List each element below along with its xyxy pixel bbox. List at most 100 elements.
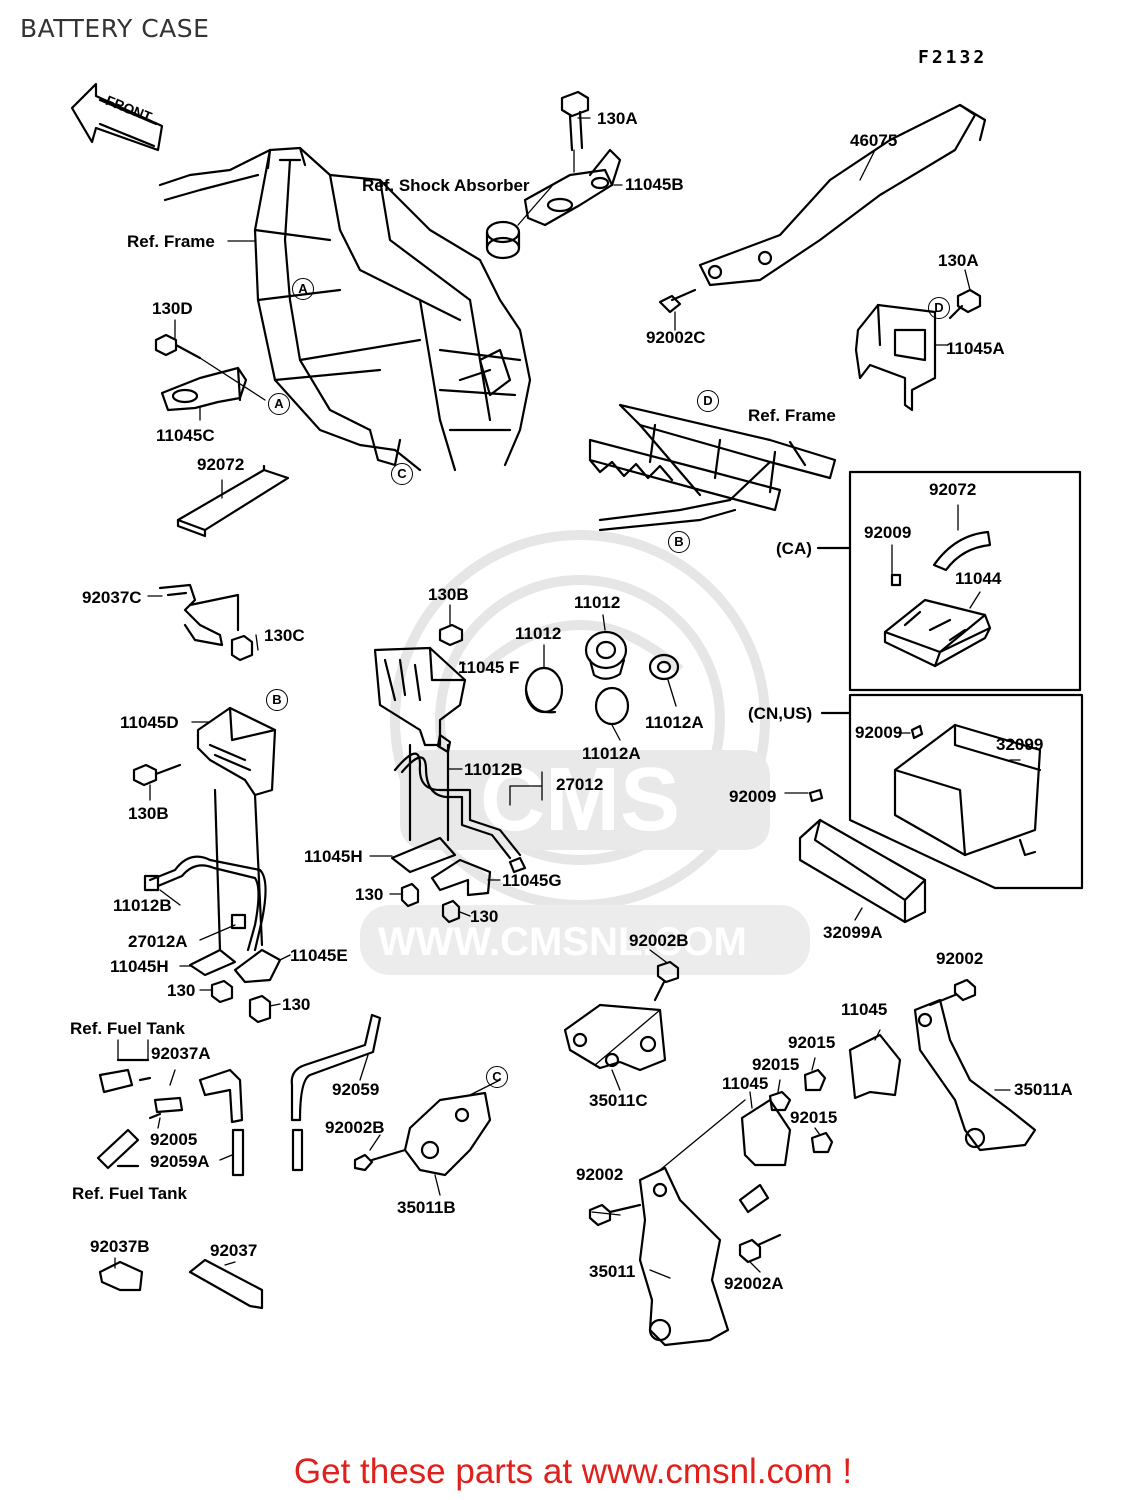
part-label: 92037C [82,588,142,607]
part-label: 92059 [332,1080,380,1099]
marker-c-frame: C [391,463,413,485]
bracket-11045-right-icon [848,1033,902,1100]
hose-left-icon [96,1068,245,1177]
clip-92037b-icon [98,1260,144,1292]
bracket-11045-mid-icon [740,1098,792,1167]
bolt-130-left1-icon [210,979,234,1004]
part-label: 92009 [729,787,777,806]
part-label: 11045H [110,957,169,976]
watermark-brand: CMS [480,750,680,850]
bracket-11045g-icon [430,858,492,897]
part-label: 92037A [151,1044,211,1063]
part-label: 92002 [576,1165,624,1184]
part-label: 11044 [955,569,1002,588]
screw-92009-loose-icon [808,788,824,803]
bolt-92002b-top-icon [653,960,680,1002]
marker-a-top: A [292,278,314,300]
part-label: 11045G [502,871,562,890]
bracket-11045c-icon [160,366,248,412]
part-label: 92002 [936,949,984,968]
part-label: 35011 [589,1262,636,1281]
bracket-35011b-icon [403,1091,492,1177]
part-label: 130D [152,299,193,318]
part-label: 11045D [120,713,179,732]
marker-b-bracket: B [266,689,288,711]
part-label: 92009 [864,523,912,542]
part-label: 46075 [850,131,898,150]
part-label: 92015 [790,1108,838,1127]
part-label: 11045 [722,1074,769,1093]
bolt-92002-low-icon [588,1203,642,1227]
part-label: 92002A [724,1274,784,1293]
variant-ca-box [848,470,1082,692]
clamp-92037c-icon [158,583,224,647]
part-label: 35011B [397,1198,456,1217]
part-label: 92002B [325,1118,385,1137]
part-label: 27012A [128,932,188,951]
harness-27012-icon [393,733,527,874]
part-label: 130 [167,981,196,1000]
part-label: 11045 [841,1000,888,1019]
bolt-130b-left-icon [132,763,182,787]
grommet-11012-icon [584,630,628,680]
bracket-11045e-icon [233,948,282,984]
part-label: 92072 [197,455,245,474]
strap-92072-ca-icon [932,530,992,572]
variant-ca-label: (CA) [776,539,812,558]
nut-92015-b-icon [768,1090,792,1112]
ref-fuel-tank-bottom: Ref. Fuel Tank [72,1184,187,1203]
figure-code: F2132 [918,47,988,68]
part-label: 130C [264,626,305,645]
bolt-130a-right-icon [948,288,982,320]
page-title: BATTERY CASE [20,14,210,43]
part-label: 11045 F [458,658,520,677]
part-label: 92002C [646,328,706,347]
part-label: 92005 [150,1130,198,1149]
leader-lines [114,117,1021,1279]
part-label: 35011A [1014,1080,1073,1099]
bolt-130d-icon [154,333,202,360]
part-label: 92015 [788,1033,836,1052]
part-label: 130B [428,585,469,604]
bracket-11045a-icon [854,303,937,412]
part-label: 11012B [113,896,172,915]
bracket-11045d-icon [196,706,277,797]
bolt-92002a-icon [738,1233,782,1264]
marker-c-bracket: C [486,1066,508,1088]
ref-frame-right: Ref. Frame [748,406,836,425]
part-label: 130 [355,885,384,904]
ref-fuel-tank-top: Ref. Fuel Tank [70,1019,185,1038]
footer-promo[interactable]: Get these parts at www.cmsnl.com ! [293,1452,853,1491]
marker-b-frame: B [668,531,690,553]
part-label: 11045A [946,339,1005,358]
part-label: 11012 [574,593,621,612]
bolt-92002b-low-icon [353,1148,407,1172]
harness-27012a-icon [143,855,267,952]
part-label: 35011C [589,1091,648,1110]
variant-cn-us-box [848,693,1084,890]
part-label: 32099 [996,735,1044,754]
part-label: 92002B [629,931,689,950]
bracket-11045f-icon [373,646,467,747]
part-label: 11045C [156,426,215,445]
bracket-11045b-icon [523,148,622,227]
part-label: 130A [938,251,979,270]
variant-cn-us-label: (CN,US) [748,704,813,723]
part-label: 92009 [855,723,903,742]
part-label: 130 [470,907,499,926]
tray-11044-icon [883,598,992,668]
nut-92015-c-icon [810,1131,834,1154]
bolt-130-mid2-icon [441,899,461,924]
part-label: 11045E [290,946,348,965]
bolt-130-mid1-icon [400,882,420,908]
part-label: 130A [597,109,638,128]
band-92037-icon [188,1258,264,1310]
screw-92009-us-icon [910,724,924,740]
front-arrow-icon [70,82,164,152]
grommet-11012-b-icon [524,666,564,714]
bolt-130c-icon [230,634,254,662]
grommet-11012a-2-icon [594,686,630,726]
part-label: 11012B [464,760,523,779]
